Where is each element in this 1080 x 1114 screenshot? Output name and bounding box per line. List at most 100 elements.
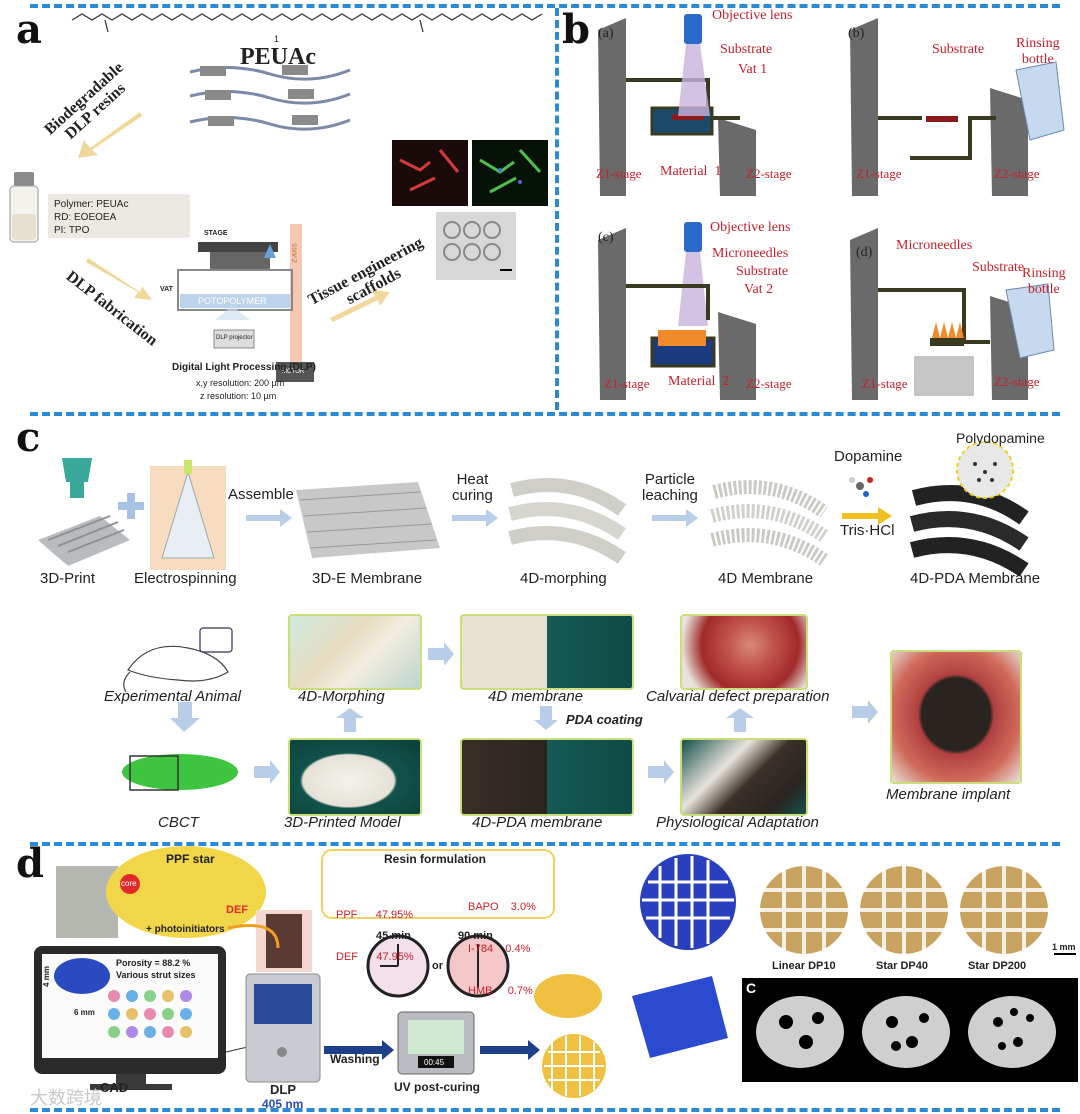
- arrow-up-2: [726, 708, 754, 732]
- wavelength-label: 405 nm: [262, 1097, 304, 1111]
- z1-stage-b: [850, 18, 878, 196]
- label-experimental-animal: Experimental Animal: [104, 688, 241, 705]
- resin-def: DEF 47.95%: [336, 951, 414, 963]
- rinsing-label-d: Rinsing bottle: [1022, 266, 1066, 297]
- light-cone-a: [678, 44, 710, 116]
- vat2-label: Vat 2: [744, 282, 774, 297]
- def-label: DEF: [226, 904, 248, 916]
- resin-bapo: BAPO 3.0%: [468, 901, 536, 913]
- label-tris: Tris·HCl: [840, 522, 895, 539]
- label-membrane-implant: Membrane implant: [886, 786, 1011, 803]
- vial-info: Polymer: PEUAc RD: EOEOEA PI: TPO: [54, 198, 128, 237]
- label-assemble: Assemble: [228, 486, 294, 503]
- arrow-right-2: [428, 642, 454, 666]
- panel-c-workflow-graphics: [122, 627, 878, 791]
- zaxis-label: Z-AXIS: [292, 243, 299, 263]
- label-3d-printed-model: 3D-Printed Model: [284, 814, 401, 831]
- photo-membrane-implant: [890, 650, 1022, 784]
- panel-b-graphics: [598, 14, 1065, 400]
- z1-stage-a: [598, 18, 626, 196]
- cad-scaffold: [54, 958, 110, 994]
- resin-title: Resin formulation: [384, 852, 487, 866]
- divider-cd: [30, 842, 1060, 846]
- divider-ab: [555, 8, 559, 410]
- rinsing-bottle-b: [1015, 61, 1065, 141]
- label-linear-dp10: Linear DP10: [772, 960, 836, 972]
- uv-postcuring-label: UV post-curing: [394, 1080, 480, 1094]
- z2-label-c: Z2-stage: [746, 376, 792, 391]
- label-star-dp40: Star DP40: [876, 960, 928, 972]
- arrow-tris: [842, 507, 892, 525]
- blue-scaffold-side: [632, 976, 728, 1058]
- peuac-subscript: 1: [274, 34, 280, 44]
- printed-grid: [38, 516, 130, 566]
- membrane-4d: [710, 480, 829, 566]
- panel-label-b: b: [562, 6, 590, 53]
- res-xy: x,y resolution: 200 µm: [196, 378, 285, 388]
- label-calvarial: Calvarial defect preparation: [646, 688, 830, 705]
- rinsing-label-b: Rinsing bottle: [1016, 36, 1060, 67]
- skull-model: [122, 754, 238, 791]
- substrate-label-d: Substrate: [972, 260, 1025, 275]
- label-4d-pda-membrane: 4D-PDA Membrane: [910, 570, 1041, 587]
- z1-label-d: Z1-stage: [862, 376, 908, 391]
- resin-right: BAPO 3.0% I-784 0.4% HMB 0.7%: [468, 872, 536, 1012]
- z2-stage-a: [718, 118, 756, 196]
- label-electrospinning: Electrospinning: [134, 570, 237, 587]
- z2-label-d: Z2-stage: [994, 374, 1040, 389]
- motor-label: MOTOR: [282, 369, 305, 375]
- label-heat-curing: Heat curing: [452, 471, 493, 504]
- arrow-right-4: [852, 700, 878, 724]
- arrow-right-3: [648, 760, 674, 784]
- time-90: 90 min: [458, 930, 493, 942]
- substrate-label-a: Substrate: [720, 42, 773, 57]
- cad-strut-grid: [108, 990, 192, 1038]
- label-star-dp200: Star DP200: [968, 960, 1027, 972]
- label-dopamine: Dopamine: [834, 448, 903, 465]
- arrow-postcure: [480, 1040, 540, 1060]
- b-sub-c: (c): [598, 230, 614, 245]
- b-sub-a: (a): [598, 26, 614, 41]
- resin-left: PPF 47.95% DEF 47.95%: [336, 880, 414, 978]
- microneedles-label-d: Microneedles: [896, 238, 973, 253]
- polymer-strand-schematics: [189, 65, 351, 131]
- watermark: 大数跨境: [30, 1088, 102, 1108]
- divider-bc: [30, 412, 1060, 416]
- z1-stage-d: [850, 228, 878, 400]
- z2-stage-c: [718, 312, 756, 400]
- z1-stage-c: [598, 228, 626, 400]
- membrane-4d-morph: [508, 478, 627, 564]
- or-label: or: [432, 960, 443, 972]
- dlp-label: DLP: [270, 1082, 296, 1097]
- arrow-washing: [324, 1040, 394, 1060]
- arrow-tissue: [330, 290, 390, 322]
- vial-rd: RD: EOEOEA: [54, 212, 117, 223]
- res-z: z resolution: 10 µm: [200, 391, 277, 401]
- dim-6mm: 6 mm: [74, 1008, 95, 1017]
- arrow-heat: [452, 509, 498, 527]
- label-4d-morphing: 4D-morphing: [520, 570, 607, 587]
- objective-lens-c: [684, 222, 702, 252]
- panel-label-d: d: [16, 840, 44, 887]
- photo-4d-morphing: [288, 614, 422, 690]
- resin-vial: [9, 172, 39, 243]
- mouse-drawing: [123, 627, 233, 693]
- arrow-leach: [652, 509, 698, 527]
- z1-label-c: Z1-stage: [604, 376, 650, 391]
- label-3de-membrane: 3D-E Membrane: [312, 570, 423, 587]
- label-cbct: CBCT: [158, 814, 199, 831]
- yellow-scaffold-1: [534, 974, 602, 1018]
- z2-label-a: Z2-stage: [746, 166, 792, 181]
- panel-d-graphics: [34, 846, 1078, 1098]
- resin-hmb: HMB 0.7%: [468, 985, 533, 997]
- b-sub-b: (b): [848, 26, 865, 41]
- label-physio: Physiological Adaptation: [656, 814, 819, 831]
- dlp-apparatus: [177, 224, 314, 382]
- label-4d-membrane-photo: 4D membrane: [488, 688, 584, 705]
- membrane-4d-pda: [909, 485, 1029, 577]
- arrow-down-2: [534, 706, 558, 730]
- vial-info-box: [48, 194, 190, 238]
- time-45: 45 min: [376, 930, 411, 942]
- peuac-title: PEUAc: [240, 44, 316, 70]
- rinsing-bottle-d: [1005, 283, 1055, 359]
